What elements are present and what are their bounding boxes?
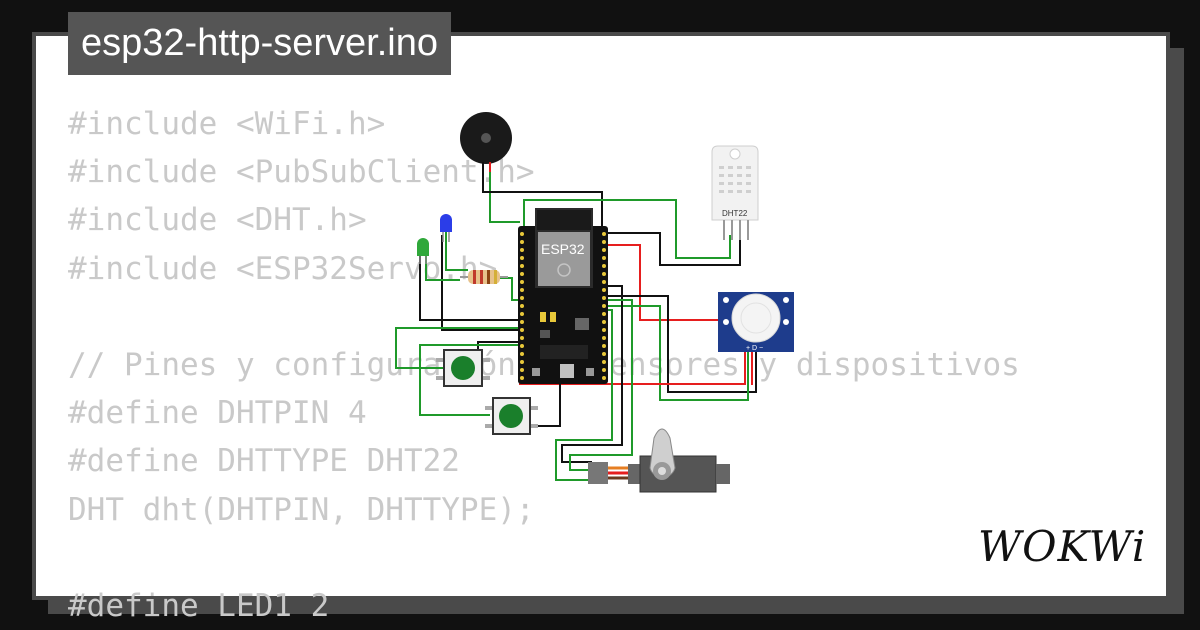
code-line: #define DHTPIN 4: [68, 395, 367, 432]
wires: [395, 160, 757, 481]
pir-label: + D −: [746, 345, 763, 352]
buzzer: [460, 112, 512, 172]
code-line: #include <WiFi.h>: [68, 106, 386, 142]
wire: [441, 235, 520, 331]
led-green: [417, 238, 429, 264]
code-line: #include <PubSubClient.h>: [68, 154, 535, 191]
code-line: #define LED1 2: [68, 587, 330, 624]
dht22-sensor: DHT22: [711, 145, 759, 240]
mcu-label: ESP32: [541, 241, 585, 257]
push-button: [436, 349, 490, 387]
push-button: [485, 397, 538, 435]
pir-sensor: + D −: [718, 292, 794, 352]
wire: [500, 277, 520, 301]
resistor: [460, 270, 508, 284]
wire: [489, 160, 520, 223]
wire: [523, 199, 731, 259]
code-line: #include <ESP32Servo.h>: [68, 250, 498, 287]
wire: [561, 285, 623, 463]
wire: [608, 305, 749, 401]
wire: [482, 160, 603, 228]
wire: [477, 341, 520, 352]
led-blue: [440, 214, 452, 242]
wire: [445, 232, 468, 271]
code-line: DHT dht(DHTPIN, DHTTYPE);: [68, 491, 535, 528]
servo-motor: [588, 428, 730, 493]
esp32-board: ESP32: [518, 208, 608, 384]
wire: [569, 299, 633, 471]
wokwi-logo: WOKWi: [978, 522, 1147, 571]
wire: [555, 309, 613, 481]
wire: [419, 256, 520, 321]
wire: [608, 232, 741, 266]
wire: [608, 295, 757, 393]
wire: [419, 344, 520, 416]
code-line: #include <DHT.h>: [68, 202, 367, 239]
code-view: #include <WiFi.h> #include <PubSubClient.…: [68, 100, 1020, 630]
file-title: esp32-http-server.ino: [68, 12, 451, 75]
code-line: #define DHTTYPE DHT22: [68, 443, 460, 480]
dht-label: DHT22: [722, 209, 748, 218]
